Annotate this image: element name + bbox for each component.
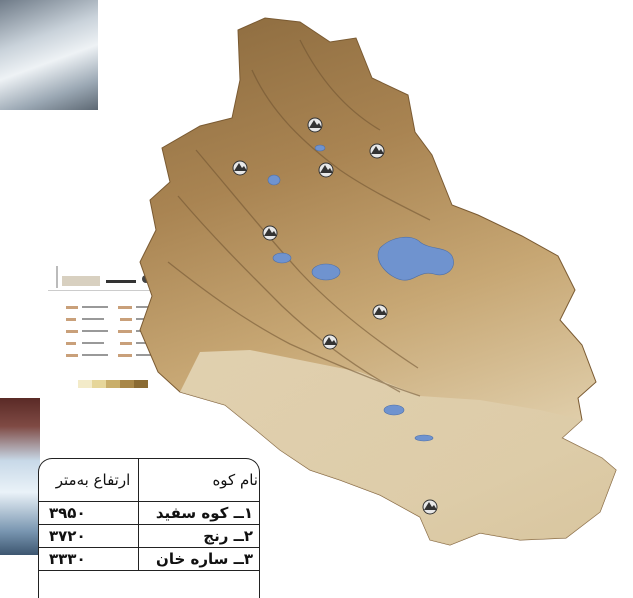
lake-maharlu: [311, 263, 341, 281]
peak-name: ۳ــ ساره خان: [138, 547, 259, 571]
lake-east: [383, 404, 405, 416]
table-row: ۱ــ کوه سفید ۳۹۵۰: [39, 501, 259, 525]
lake-north: [314, 144, 326, 152]
peak-elevation-table: نام کوه ارتفاع به‌متر ۱ــ کوه سفید ۳۹۵۰ …: [38, 458, 260, 598]
lake-bakhtegan: [377, 236, 454, 281]
peak-icon: [369, 143, 385, 159]
peak-icon: [307, 117, 323, 133]
mountain-ridges: [167, 39, 431, 397]
header-elevation: ارتفاع به‌متر: [39, 459, 139, 502]
table-row: ۲ــ رنج ۳۷۲۰: [39, 524, 259, 548]
peak-icon: [322, 334, 338, 350]
table-row: ۳ــ ساره خان ۳۳۳۰: [39, 547, 259, 571]
peak-icon: [318, 162, 334, 178]
peak-icon: [262, 225, 278, 241]
mountain-photo-top: [0, 0, 98, 110]
peak-elevation: ۳۳۳۰: [39, 547, 139, 571]
peak-elevation: ۳۹۵۰: [39, 501, 139, 525]
peak-icon: [422, 499, 438, 515]
peak-icon: [232, 160, 248, 176]
table-header-row: نام کوه ارتفاع به‌متر: [39, 459, 259, 502]
peak-name: ۲ــ رنج: [138, 524, 259, 548]
header-peak-name: نام کوه: [138, 459, 259, 502]
lake-parishan: [272, 252, 292, 264]
mountain-photo-bottom: [0, 398, 40, 555]
lakes: [267, 144, 454, 442]
lake-southeast: [414, 434, 434, 442]
peak-name: ۱ــ کوه سفید: [138, 501, 259, 525]
peak-elevation: ۳۷۲۰: [39, 524, 139, 548]
southern-lowlands: [180, 350, 616, 545]
lake-arzhan: [267, 174, 281, 186]
peak-icon: [372, 304, 388, 320]
